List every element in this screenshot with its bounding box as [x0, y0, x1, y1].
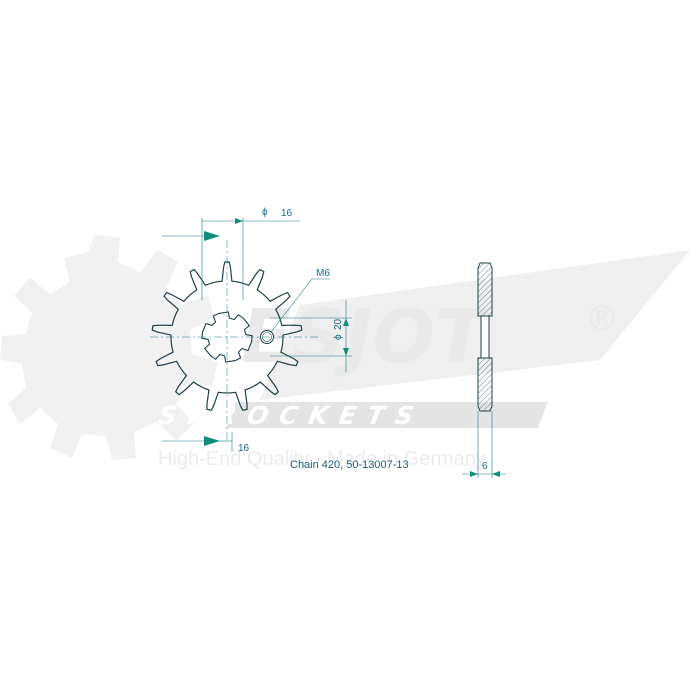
dim-arrow — [492, 471, 500, 477]
dim-arrow — [204, 436, 220, 446]
watermark-gear-logo — [0, 235, 218, 460]
dim-arrow — [204, 231, 220, 241]
diameter-symbol: ϕ — [262, 207, 268, 218]
dim-arrow — [235, 218, 243, 224]
dim-bolt-circle-label: 20 — [333, 318, 344, 330]
watermark-brand: ESJOT — [233, 294, 493, 380]
side-profile-bottom — [477, 357, 493, 412]
sprocket-outline — [151, 261, 303, 411]
dim-thread-label: M6 — [316, 268, 330, 279]
watermark-subtitle-bar — [226, 402, 548, 428]
dim-thickness-label: 6 — [482, 461, 488, 472]
watermark: ESJOT ® SPROCKETS High-End Quality - Mad… — [0, 235, 690, 470]
sprocket-front-view — [150, 240, 320, 440]
watermark-registered: ® — [585, 299, 619, 339]
side-profile-top — [477, 262, 493, 317]
watermark-tagline: High-End Quality - Made in Germany — [158, 448, 486, 470]
watermark-banner — [260, 250, 690, 400]
dim-arrow — [470, 471, 478, 477]
dim-hub-offset-label: 16 — [238, 443, 250, 454]
watermark-subtitle: SPROCKETS — [156, 401, 427, 430]
side-hub — [480, 315, 490, 359]
sprocket-side-view: 6 — [462, 262, 506, 478]
leader-line — [270, 278, 313, 333]
dim-arrow — [343, 318, 349, 326]
dim-arrow — [343, 348, 349, 356]
part-caption: Chain 420, 50-13007-13 — [290, 459, 409, 471]
front-view-dimensions: ϕ 16 16 M6 ϕ 20 — [162, 207, 352, 454]
diameter-symbol: ϕ — [333, 334, 344, 340]
dim-hub-diameter-label: 16 — [281, 208, 293, 219]
